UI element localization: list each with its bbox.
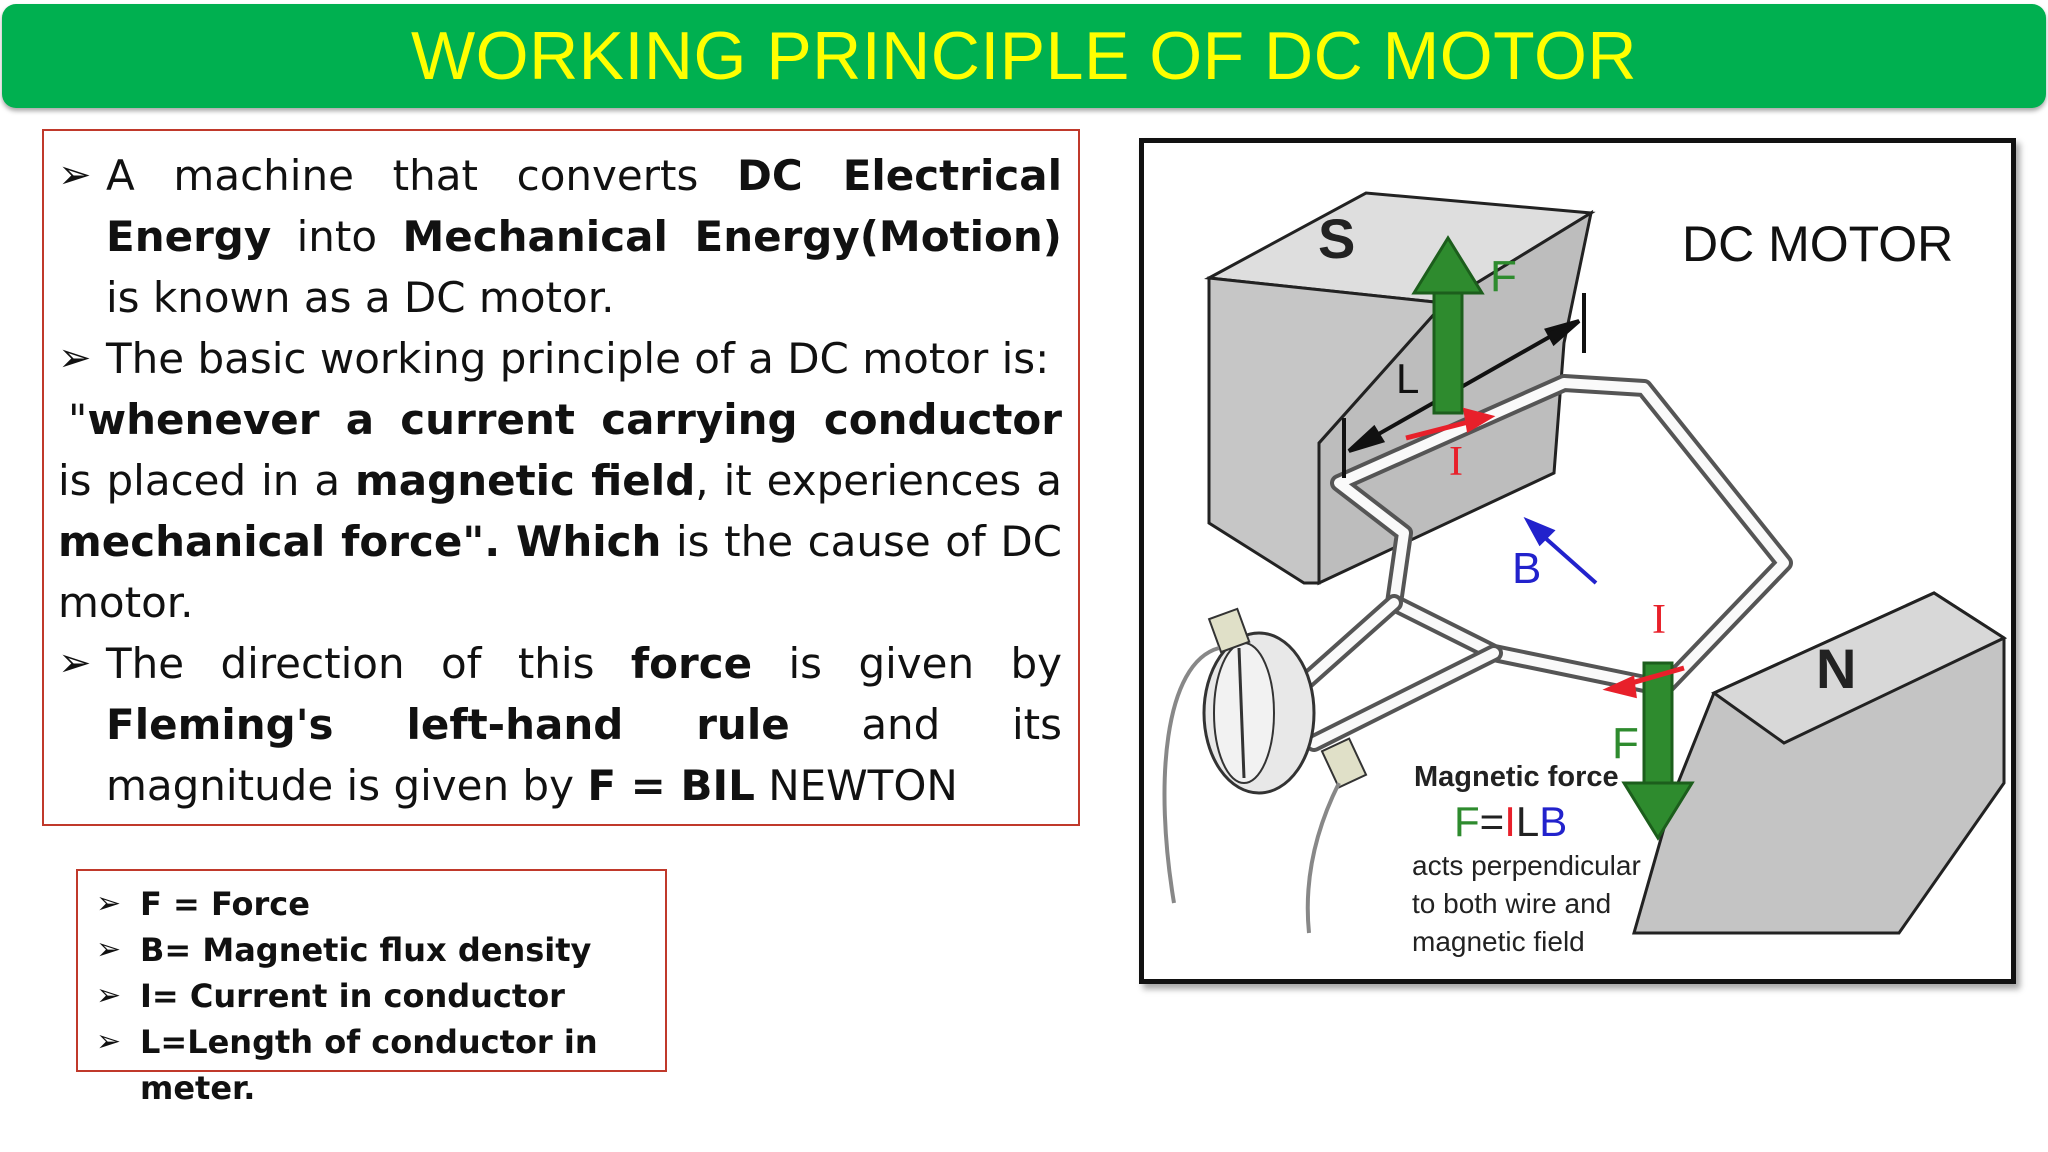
dc-motor-figure: S N DC MOTOR F F L I I B Magnetic force … bbox=[1139, 138, 2016, 984]
legend-item: ➢ B= Magnetic flux density bbox=[96, 927, 653, 973]
current-arrow-bottom bbox=[1602, 665, 1685, 699]
coil-loop bbox=[1295, 374, 1793, 752]
field-label: B bbox=[1512, 544, 1541, 593]
formula-text: F=ILB bbox=[1454, 798, 1567, 845]
force-arrow-down bbox=[1621, 661, 1695, 841]
title-bar: WORKING PRINCIPLE OF DC MOTOR bbox=[2, 4, 2046, 108]
current-label-top: I bbox=[1449, 439, 1463, 485]
magnetic-force-title: Magnetic force bbox=[1414, 761, 1619, 793]
bullet-arrow-icon: ➢ bbox=[58, 152, 92, 198]
bullet-definition: ➢ A machine that converts DC Electrical … bbox=[58, 145, 1062, 328]
page-title: WORKING PRINCIPLE OF DC MOTOR bbox=[411, 18, 1637, 94]
length-dimension bbox=[1342, 293, 1586, 478]
bullet-arrow-icon: ➢ bbox=[58, 335, 92, 381]
commutator bbox=[1162, 607, 1368, 934]
bullet-arrow-icon: ➢ bbox=[96, 978, 122, 1013]
bullet-arrow-icon: ➢ bbox=[96, 932, 122, 967]
current-arrow-top bbox=[1405, 407, 1496, 441]
figure-caption: DC MOTOR bbox=[1682, 216, 1953, 272]
s-pole-label: S bbox=[1318, 207, 1355, 270]
magnetic-force-line-2: to both wire and bbox=[1412, 888, 1611, 919]
force-label-bottom: F bbox=[1612, 719, 1639, 768]
bullet-arrow-icon: ➢ bbox=[58, 640, 92, 686]
principle-statement: "whenever a current carrying conductor i… bbox=[58, 395, 1063, 627]
bullet-arrow-icon: ➢ bbox=[96, 886, 122, 921]
bullet-arrow-icon: ➢ bbox=[96, 1024, 122, 1059]
field-arrow bbox=[1523, 516, 1598, 585]
legend-item: ➢ L=Length of conductor in meter. bbox=[96, 1019, 653, 1111]
legend-box: ➢ F = Force ➢ B= Magnetic flux density ➢… bbox=[76, 869, 667, 1107]
n-pole-label: N bbox=[1816, 637, 1856, 700]
magnetic-force-line-1: acts perpendicular bbox=[1412, 850, 1641, 881]
force-arrow-up bbox=[1411, 235, 1485, 415]
force-label-top: F bbox=[1490, 252, 1517, 301]
length-label: L bbox=[1396, 355, 1419, 402]
legend-item: ➢ F = Force bbox=[96, 881, 653, 927]
legend-item: ➢ I= Current in conductor bbox=[96, 973, 653, 1019]
current-label-bottom: I bbox=[1652, 597, 1666, 643]
magnetic-force-line-3: magnetic field bbox=[1412, 926, 1585, 957]
bullet-force-direction: ➢ The direction of this force is given b… bbox=[58, 633, 1062, 816]
main-text-box: ➢ A machine that converts DC Electrical … bbox=[42, 129, 1080, 826]
dc-motor-diagram: S N DC MOTOR F F L I I B Magnetic force … bbox=[1162, 191, 2008, 957]
bullet-principle-intro: ➢ The basic working principle of a DC mo… bbox=[58, 328, 1062, 389]
